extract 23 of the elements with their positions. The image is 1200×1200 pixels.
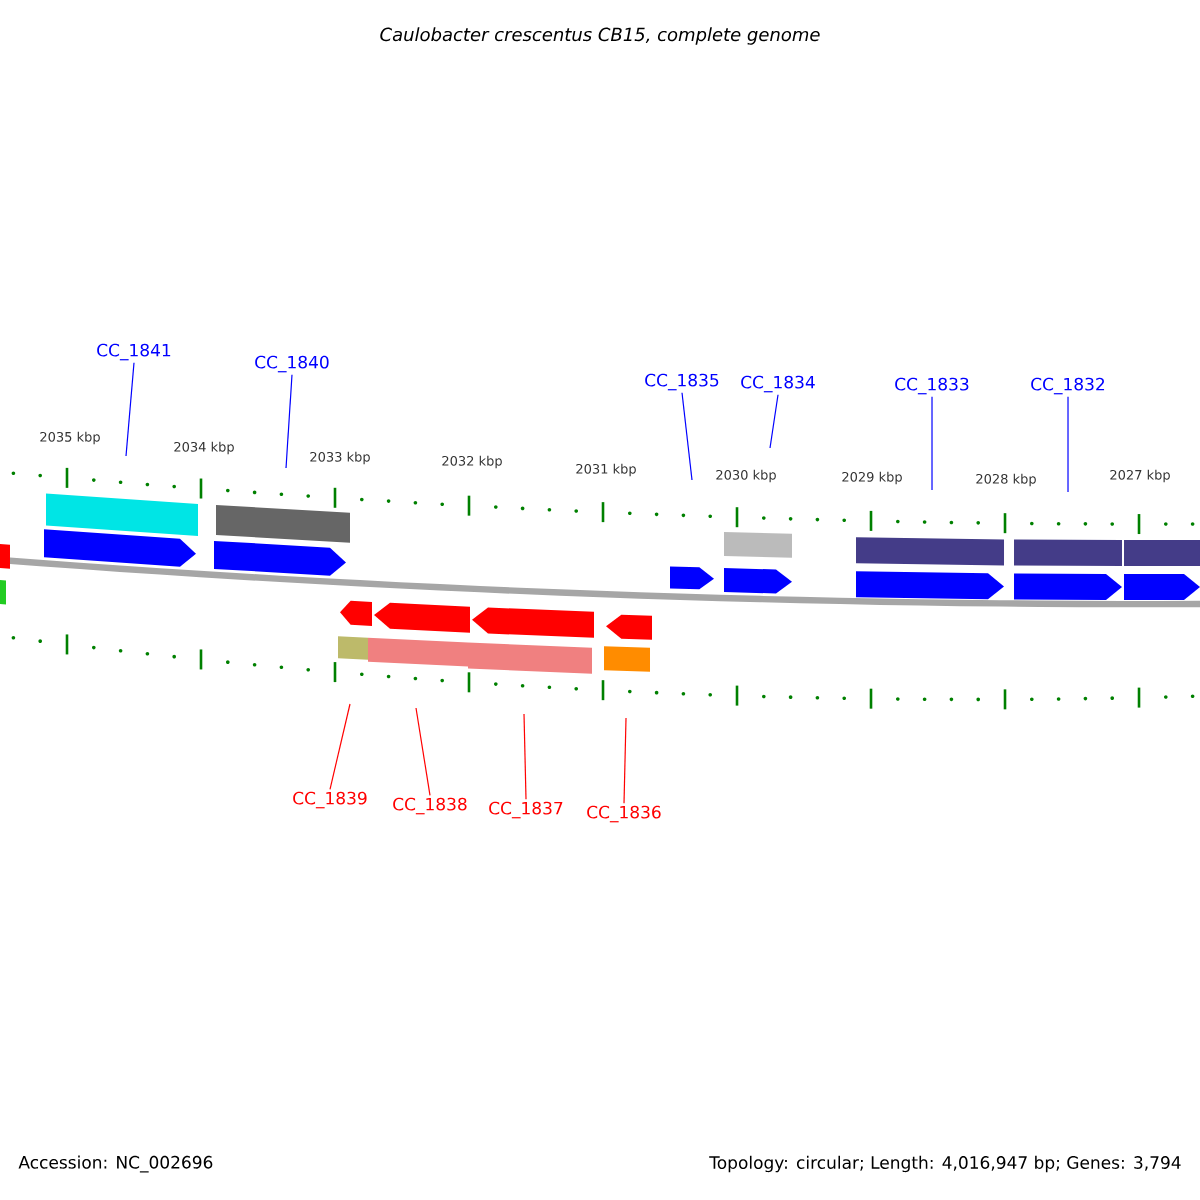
gene-label: CC_1833	[895, 377, 969, 395]
leader-line	[931, 396, 933, 491]
leader-line	[623, 717, 627, 804]
leader-line	[329, 703, 351, 790]
gene-label: CC_1839	[293, 791, 367, 809]
title: Caulobacter crescentus CB15, complete genome	[380, 27, 820, 45]
leader-line	[1067, 396, 1069, 493]
gene-label: CC_1834	[741, 375, 815, 393]
accession-text: Accession: NC_002696	[18, 1155, 213, 1173]
leader-line	[523, 713, 527, 800]
leader-line	[125, 362, 135, 457]
leader-line	[681, 392, 693, 481]
gene-label: CC_1832	[1031, 377, 1105, 395]
leader-line	[415, 707, 431, 796]
gene-label: CC_1838	[393, 797, 467, 815]
genome-info-text: Topology: circular; Length: 4,016,947 bp; Genes: 3,794	[709, 1155, 1181, 1173]
gene-label: CC_1840	[255, 355, 329, 373]
gene-label: CC_1837	[489, 801, 563, 819]
gene-label: CC_1835	[645, 373, 719, 391]
leader-line	[285, 374, 293, 469]
leader-line	[769, 394, 779, 449]
gene-label: CC_1836	[587, 805, 661, 823]
gene-label: CC_1841	[97, 343, 171, 361]
